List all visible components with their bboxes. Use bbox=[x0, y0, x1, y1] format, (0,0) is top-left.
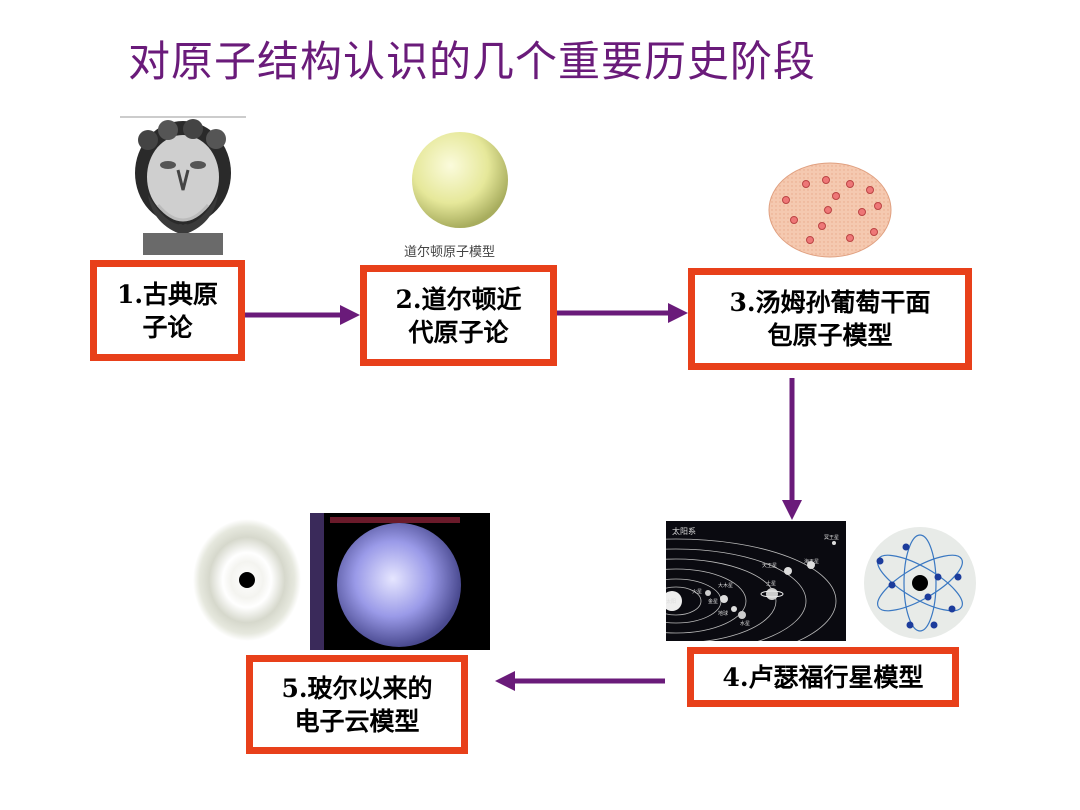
electron-cloud-blue-image bbox=[310, 513, 490, 650]
dalton-model-caption: 道尔顿原子模型 bbox=[404, 245, 496, 260]
stage-5-electron-cloud-box: 5.玻尔以来的 电子云模型 bbox=[246, 655, 468, 754]
arrow-1-to-2-head bbox=[340, 305, 360, 325]
page-title: 对原子结构认识的几个重要历史阶段 bbox=[128, 37, 817, 86]
label-mercury: 水星 bbox=[740, 620, 750, 627]
solar-system-title: 太阳系 bbox=[672, 526, 696, 536]
dalton-sphere-image bbox=[412, 132, 508, 228]
label-venus: 金星 bbox=[708, 598, 718, 605]
solar-system-image: 太阳系 冥王星 天王星 海王星 土星 大木星 太阳 火星 金星 地球 水星 bbox=[666, 521, 846, 641]
stage-2-label: 2.道尔顿近 代原子论 bbox=[395, 284, 522, 347]
label-jupiter: 大木星 bbox=[718, 582, 733, 589]
arrow-3-to-4-head bbox=[782, 500, 802, 520]
plum-pudding-model-image bbox=[768, 162, 892, 258]
stage-3-thomson-model-box: 3.汤姆孙葡萄干面 包原子模型 bbox=[688, 268, 972, 370]
arrow-2-to-3-head bbox=[668, 303, 688, 323]
stage-1-label: 1.古典原 子论 bbox=[116, 279, 219, 342]
label-mars: 火星 bbox=[692, 589, 702, 595]
stage-2-dalton-theory-box: 2.道尔顿近 代原子论 bbox=[360, 265, 557, 366]
label-earth: 地球 bbox=[718, 610, 728, 617]
label-uranus: 天王星 bbox=[762, 563, 777, 569]
stage-5-label: 5.玻尔以来的 电子云模型 bbox=[281, 673, 433, 736]
greek-philosopher-bust-image bbox=[118, 116, 248, 255]
arrow-4-to-5-head bbox=[495, 671, 515, 691]
label-sun: 太阳 bbox=[666, 598, 676, 605]
stage-4-label: 4.卢瑟福行星模型 bbox=[722, 662, 924, 692]
stage-1-classical-atomism-box: 1.古典原 子论 bbox=[90, 260, 245, 361]
label-pluto: 冥王星 bbox=[824, 535, 839, 541]
electron-cloud-ring-image bbox=[193, 519, 301, 641]
stage-4-rutherford-model-box: 4.卢瑟福行星模型 bbox=[687, 647, 959, 707]
stage-3-label: 3.汤姆孙葡萄干面 包原子模型 bbox=[729, 288, 931, 350]
label-saturn: 土星 bbox=[766, 580, 776, 587]
rutherford-atom-image bbox=[864, 527, 976, 639]
label-neptune: 海王星 bbox=[804, 558, 819, 565]
